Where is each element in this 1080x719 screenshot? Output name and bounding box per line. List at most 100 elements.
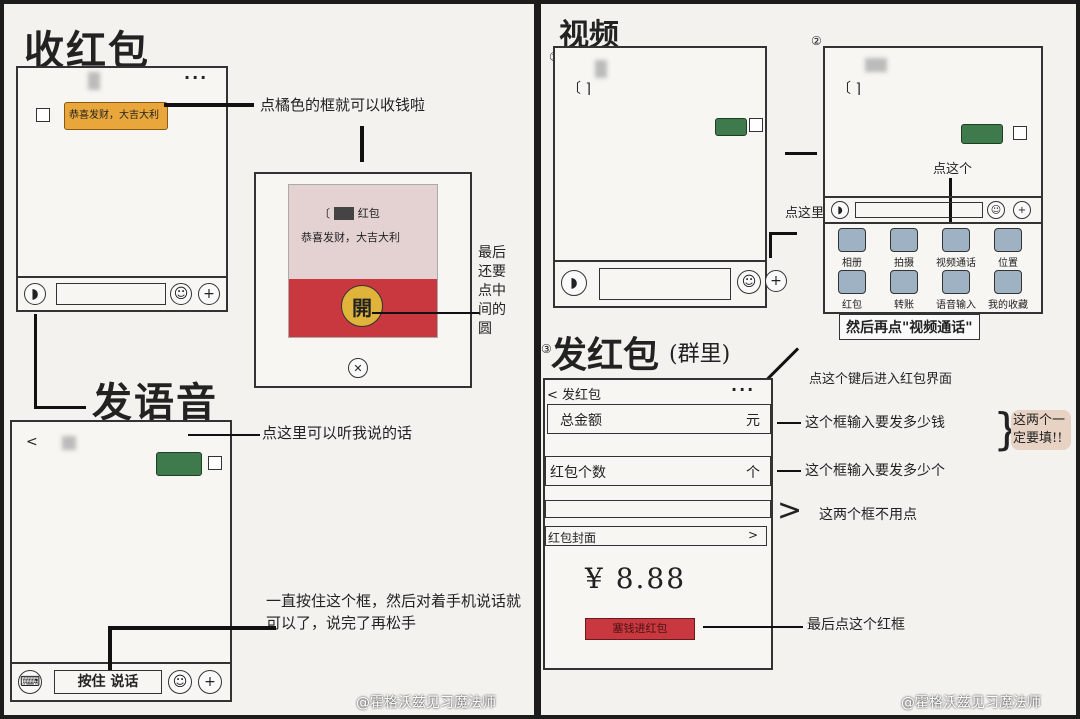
blurred-name	[62, 436, 76, 450]
emoji-icon[interactable]: ☺	[170, 283, 192, 305]
voice-input-icon	[942, 270, 970, 294]
location-icon	[994, 228, 1022, 252]
arrow-count	[777, 470, 801, 472]
avatar-placeholder	[1013, 126, 1027, 140]
watermark: @霍格沃兹见习魔法师	[901, 695, 1041, 711]
send-button[interactable]: 塞钱进红包	[585, 618, 695, 640]
note-orange-box: 点橘色的框就可以收钱啦	[260, 96, 426, 114]
note-must-fill: 这两个一定要填!!	[1011, 410, 1071, 450]
arrow-total	[777, 422, 801, 424]
note-count: 这个框输入要发多少个	[805, 463, 945, 479]
name-bracket: 〔 ⌉	[567, 81, 591, 97]
input-bar: ◗ ☺ +	[18, 276, 226, 310]
angle-bracket: >	[777, 493, 803, 528]
red-packet-bubble[interactable]: 恭喜发财，大吉大利	[64, 102, 168, 130]
arrow-to-video-call	[949, 178, 952, 224]
red-packet-icon	[838, 270, 866, 294]
arrow-to-hold-down	[108, 626, 112, 670]
video-call-icon	[942, 228, 970, 252]
note-total: 这个框输入要发多少钱	[805, 415, 945, 431]
camera-icon	[890, 228, 918, 252]
arrow-right	[785, 152, 817, 155]
blurred-name	[88, 72, 100, 90]
input-bar: ◗ ☺ +	[555, 260, 787, 306]
arrow-up	[34, 314, 37, 408]
note-hold: 一直按住这个框，然后对着手机说话就可以了，说完了再松手	[266, 592, 522, 632]
name-bracket: 〔 ⌉	[837, 81, 861, 97]
arrow-to-bubble	[164, 103, 254, 107]
note-last: 最后点这个红框	[807, 617, 905, 633]
grid-red-packet[interactable]: 红包	[827, 270, 877, 311]
avatar-placeholder	[208, 456, 222, 470]
plus-icon[interactable]: +	[198, 283, 220, 305]
right-sheet: 视频 ① 〔 ⌉ ◗ ☺ + 点这里 ② 〔 ⌉ 点这个 ◗ ☺ + 相册 拍摄	[541, 4, 1076, 715]
avatar-placeholder	[749, 118, 763, 132]
left-sheet: 收红包 ··· 恭喜发财，大吉大利 ◗ ☺ + 点橘色的框就可以收钱啦 〔 ■■…	[4, 4, 534, 715]
amount-display: ¥ 8.88	[585, 562, 687, 595]
grid-transfer[interactable]: 转账	[879, 270, 929, 311]
more-dots-icon: ···	[731, 380, 756, 399]
voice-toggle-icon[interactable]: ◗	[24, 283, 46, 305]
note-open-circle: 最后还要点中间的圆	[478, 245, 506, 337]
grid-video-call[interactable]: 视频通话	[931, 228, 981, 269]
plus-icon[interactable]: +	[198, 670, 222, 694]
arrow-diag	[765, 347, 800, 381]
hold-to-talk-button[interactable]: 按住 说话	[54, 670, 162, 694]
text-input[interactable]	[56, 283, 166, 305]
note-after-key: 点这个键后进入红包界面	[809, 372, 953, 387]
album-icon	[838, 228, 866, 252]
transfer-icon	[890, 270, 918, 294]
blurred-name	[865, 58, 887, 72]
arrow-to-plus-down	[769, 232, 772, 258]
text-input[interactable]	[599, 268, 731, 300]
grid-album[interactable]: 相册	[827, 228, 877, 269]
emoji-icon[interactable]: ☺	[168, 670, 192, 694]
arrow-to-hold	[108, 626, 276, 630]
emoji-icon[interactable]: ☺	[737, 270, 761, 294]
arrow-to-open	[372, 312, 480, 314]
voice-message-bubble[interactable]	[156, 452, 202, 476]
packet-cover-field[interactable]: 红包封面 >	[545, 526, 767, 546]
voice-toggle-icon[interactable]: ◗	[561, 270, 587, 296]
phone-video-1: 〔 ⌉ ◗ ☺ +	[553, 46, 787, 308]
blurred-name	[595, 60, 607, 78]
grid-location[interactable]: 位置	[983, 228, 1033, 269]
grid-camera[interactable]: 拍摄	[879, 228, 929, 269]
message-bubble	[961, 124, 1003, 144]
title-send-packet: 发红包	[551, 334, 660, 376]
watermark: @霍格沃兹见习魔法师	[356, 695, 496, 711]
keyboard-icon[interactable]: ⌨	[18, 670, 42, 694]
header-back[interactable]: < 发红包	[547, 388, 602, 403]
note-then: 然后再点"视频通话"	[839, 314, 980, 340]
phone-video-2: 〔 ⌉ 点这个 ◗ ☺ + 相册 拍摄 视频通话 位置 红包 转账 语音输入 我…	[823, 46, 1043, 314]
back-icon[interactable]: <	[26, 434, 38, 450]
close-icon[interactable]: ✕	[348, 358, 368, 378]
plus-button[interactable]: +	[765, 270, 787, 292]
grid-voice-input[interactable]: 语音输入	[931, 270, 981, 311]
phone-voice: < ⌨ 按住 说话 ☺ +	[10, 420, 232, 702]
greeting-field[interactable]	[545, 500, 771, 518]
packet-count-field[interactable]: 红包个数 个	[545, 456, 771, 486]
note-unneeded: 这两个框不用点	[819, 507, 917, 523]
voice-toggle-icon[interactable]: ◗	[831, 201, 849, 219]
title-send-sub: (群里)	[669, 342, 731, 367]
more-dots-icon: ···	[184, 68, 209, 87]
favorites-icon	[994, 270, 1022, 294]
arrow-down	[360, 126, 364, 162]
arrow-to-voice	[188, 434, 260, 436]
title-send-voice: 发语音	[92, 379, 218, 426]
grid-favorites[interactable]: 我的收藏	[983, 270, 1033, 311]
packet-card: 〔 ■■ 红包 恭喜发财，大吉大利 開	[288, 184, 438, 338]
note-click-this: 点这个	[933, 162, 973, 177]
text-input[interactable]	[855, 202, 983, 218]
step-2: ②	[811, 34, 822, 48]
input-bar-voice: ⌨ 按住 说话 ☺ +	[12, 662, 230, 700]
message-bubble	[715, 118, 747, 136]
open-button[interactable]: 開	[341, 285, 383, 327]
packet-greeting: 恭喜发财，大吉大利	[301, 231, 400, 244]
plus-icon[interactable]: +	[1013, 201, 1031, 219]
emoji-icon[interactable]: ☺	[987, 201, 1005, 219]
arrow-to-plus	[769, 232, 797, 235]
arrow-send	[703, 626, 803, 628]
total-amount-field[interactable]: 总金额 元	[547, 404, 771, 434]
